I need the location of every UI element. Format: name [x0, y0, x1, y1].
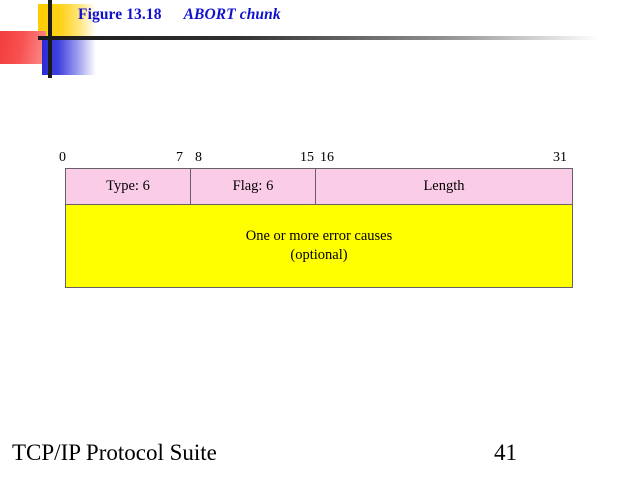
bit-label-16: 16: [320, 150, 334, 165]
bit-label-8: 8: [195, 150, 202, 165]
field-type: Type: 6: [66, 169, 191, 204]
header-horizontal-rule: [38, 36, 600, 40]
payload-line-1: One or more error causes: [245, 228, 393, 244]
field-flag: Flag: 6: [191, 169, 316, 204]
bit-label-0: 0: [59, 150, 66, 165]
footer-page-number: 41: [494, 440, 517, 465]
packet-header-row: Type: 6 Flag: 6 Length: [65, 168, 573, 205]
bit-ruler: 0 7 8 15 16 31: [59, 148, 573, 168]
packet-payload-box: One or more error causes (optional): [65, 205, 573, 288]
figure-number: Figure 13.18: [78, 6, 162, 23]
bit-label-31: 31: [553, 150, 567, 165]
footer-course-title: TCP/IP Protocol Suite: [12, 440, 217, 465]
bit-label-7: 7: [176, 150, 183, 165]
figure-name: ABORT chunk: [183, 6, 281, 23]
packet-format-diagram: 0 7 8 15 16 31 Type: 6 Flag: 6 Length On…: [59, 148, 573, 288]
bit-label-15: 15: [300, 150, 314, 165]
page-title: Figure 13.18 ABORT chunk: [78, 6, 281, 24]
payload-line-2: (optional): [290, 247, 348, 263]
field-length: Length: [316, 169, 572, 204]
